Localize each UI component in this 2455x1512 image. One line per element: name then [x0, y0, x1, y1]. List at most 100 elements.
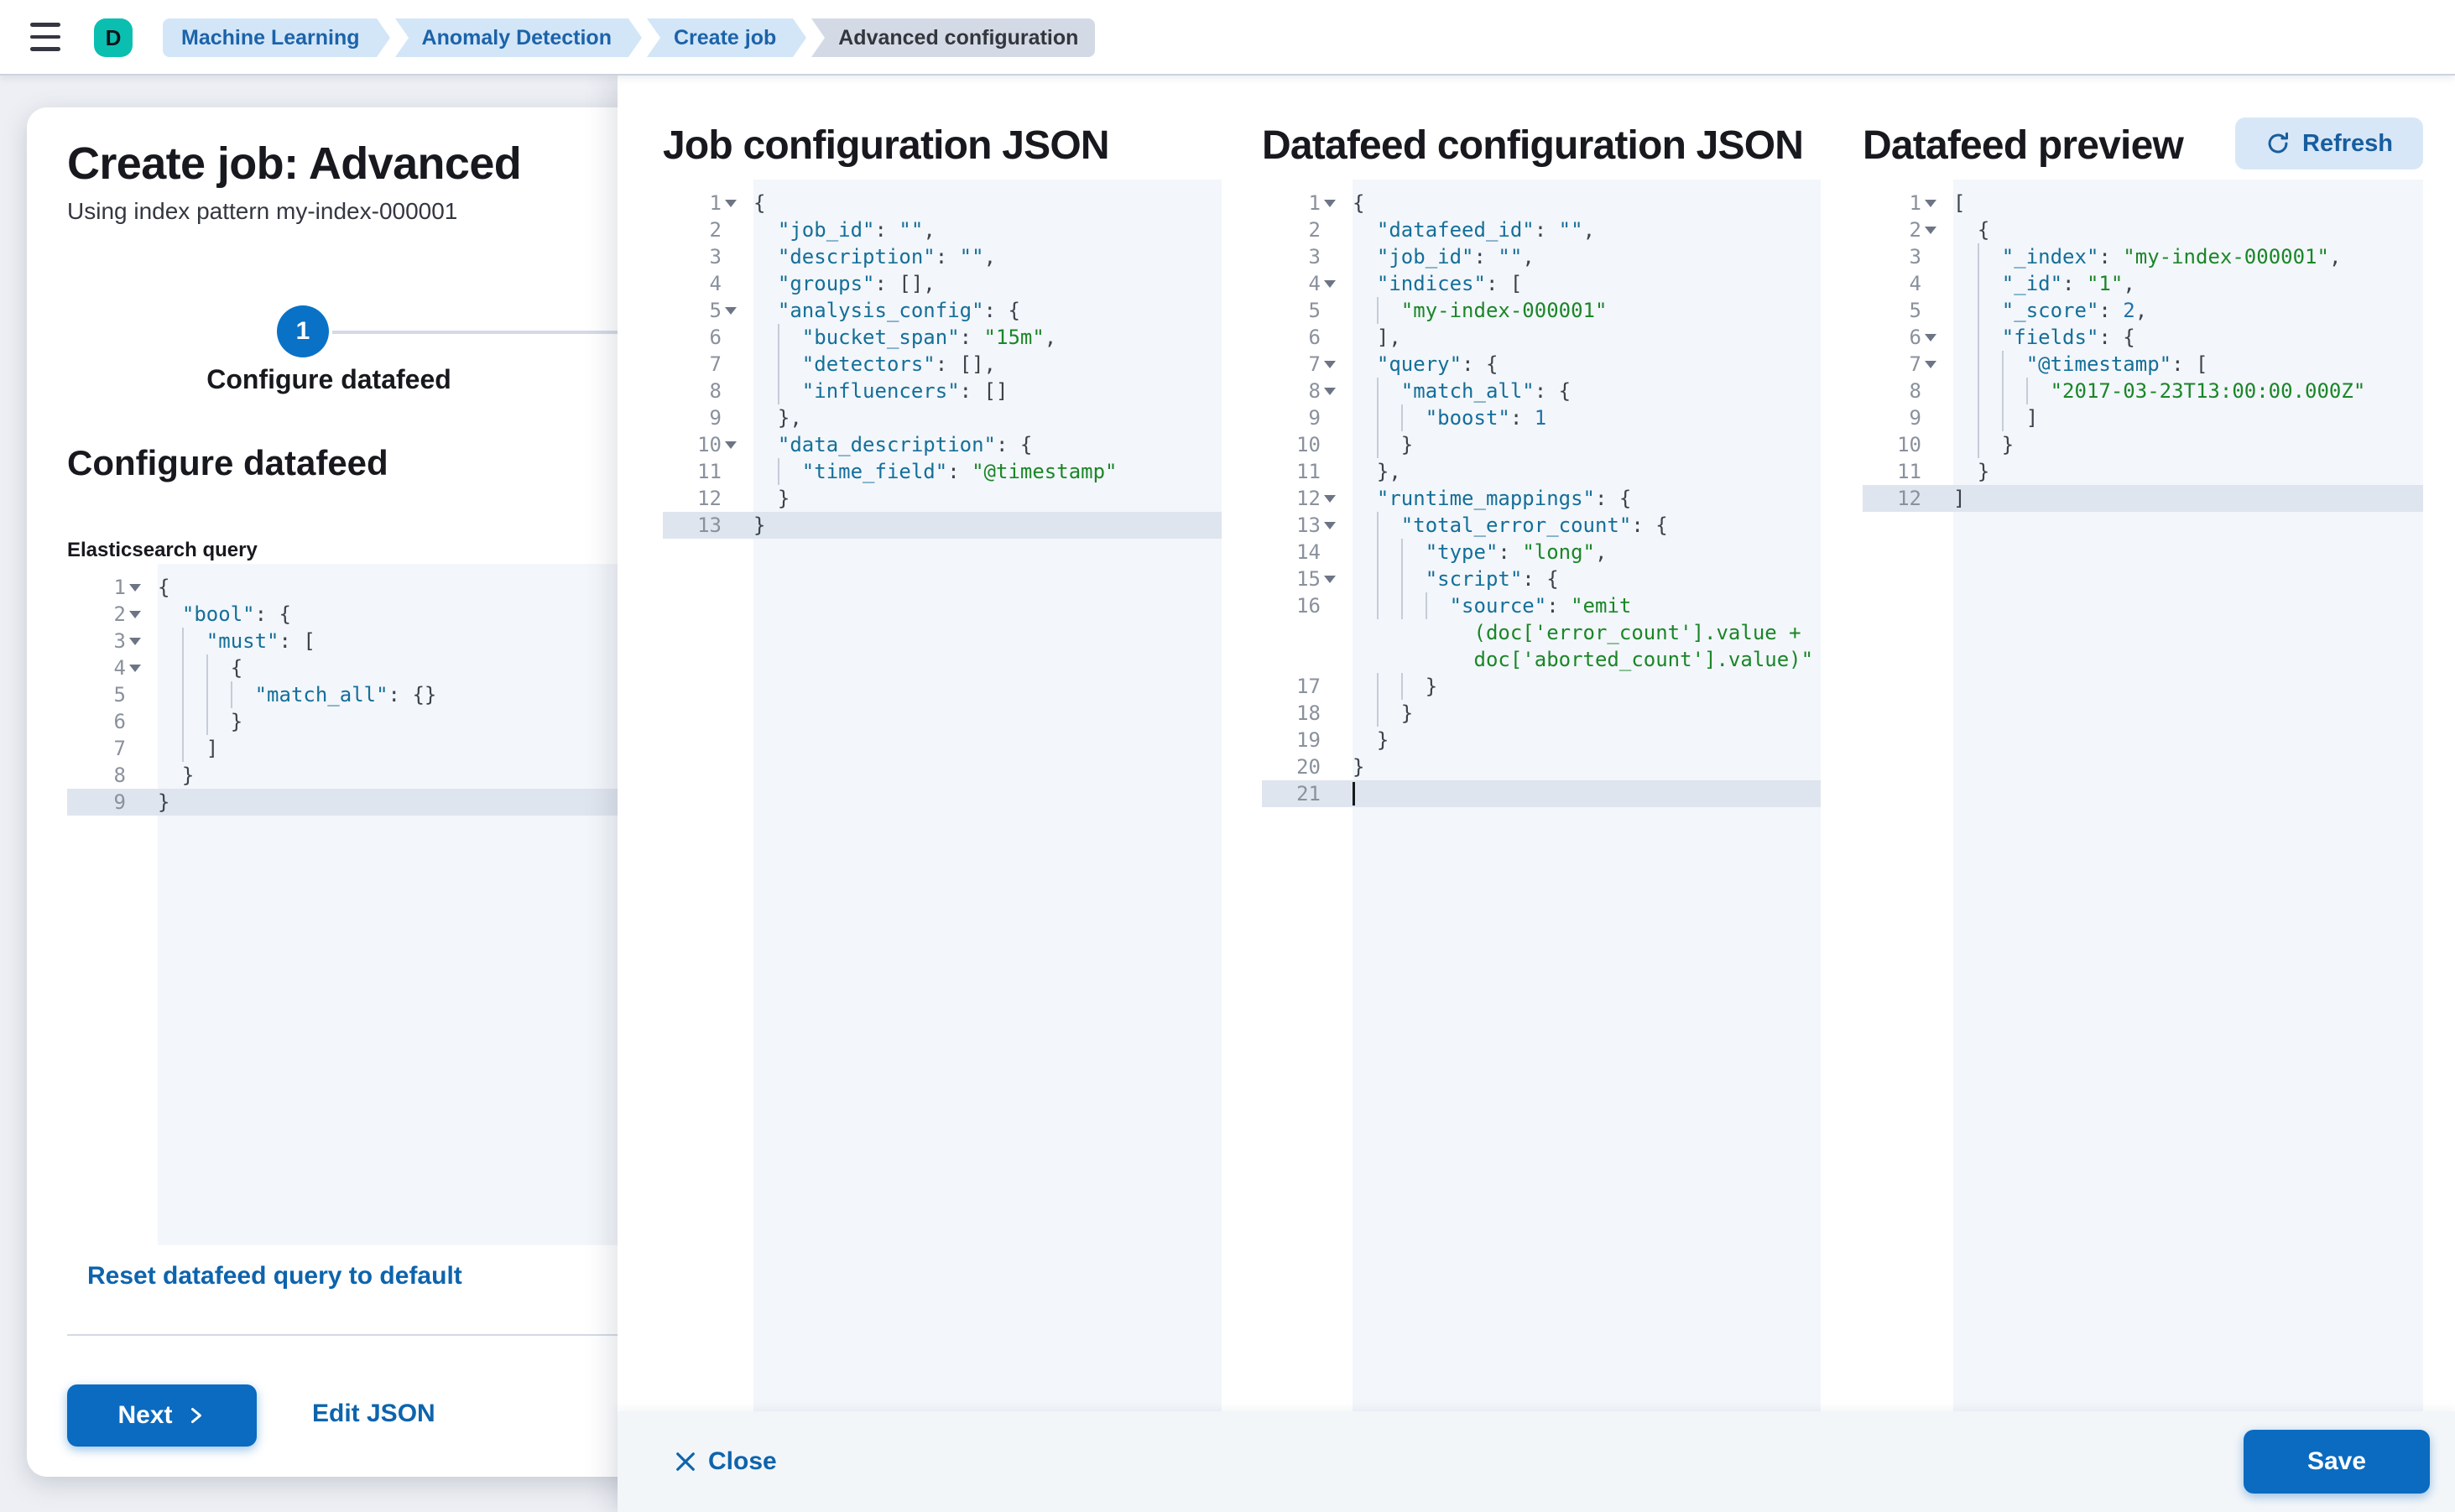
- triangle-down-icon[interactable]: [1321, 270, 1339, 297]
- breadcrumb-item-machine-learning[interactable]: Machine Learning: [163, 18, 391, 57]
- triangle-down-icon[interactable]: [1921, 351, 1940, 378]
- code-line: 2 {: [1909, 216, 1990, 243]
- es-query-editor[interactable]: 1{2 "bool": {3 "must": [4 {5 "match_all"…: [67, 564, 631, 1245]
- page-title: Create job: Advanced: [67, 138, 522, 189]
- code-line: 10 "data_description": {: [697, 431, 1033, 458]
- refresh-icon: [2268, 132, 2289, 154]
- triangle-down-icon[interactable]: [722, 431, 740, 458]
- code-line: 9 ]: [1909, 404, 2039, 431]
- code-line: 17 }: [1296, 673, 1438, 700]
- code-line: 4 "_id": "1",: [1909, 270, 2135, 297]
- code-line: 12]: [1863, 485, 2423, 512]
- code-line: 5 "my-index-000001": [1308, 297, 1608, 324]
- code-line: 20}: [1296, 755, 1365, 779]
- code-line: 18 }: [1296, 700, 1414, 727]
- datafeed-preview-title: Datafeed preview: [1863, 123, 2184, 168]
- code-line: 3 "job_id": "",: [1308, 245, 1535, 269]
- code-line: 2 "bool": {: [113, 601, 291, 628]
- flyout-footer: Close Save: [618, 1411, 2455, 1512]
- code-line: 3 "must": [: [113, 628, 315, 654]
- code-line: 7 "detectors": [],: [709, 351, 996, 378]
- code-line: 10 }: [1897, 431, 2015, 458]
- code-line: 6 ],: [1308, 326, 1401, 349]
- triangle-down-icon[interactable]: [1321, 378, 1339, 404]
- triangle-down-icon[interactable]: [722, 297, 740, 324]
- code-line: 9 "boost": 1: [1308, 404, 1547, 431]
- job-config-editor[interactable]: 1{2 "job_id": "",3 "description": "",4 "…: [663, 180, 1222, 1411]
- code-line: 1{: [1308, 190, 1365, 216]
- triangle-down-icon[interactable]: [1921, 216, 1940, 243]
- save-button[interactable]: Save: [2244, 1430, 2430, 1494]
- code-line: 11 "time_field": "@timestamp": [697, 458, 1118, 485]
- next-button[interactable]: Next: [67, 1384, 257, 1447]
- x-icon: [676, 1452, 695, 1471]
- triangle-down-icon[interactable]: [1921, 190, 1940, 216]
- edit-json-link[interactable]: Edit JSON: [312, 1400, 435, 1427]
- text-cursor: [1353, 782, 1355, 806]
- triangle-down-icon[interactable]: [1321, 485, 1339, 512]
- code-line: 1[: [1909, 190, 1966, 216]
- triangle-down-icon[interactable]: [1321, 566, 1339, 592]
- triangle-down-icon[interactable]: [126, 574, 144, 601]
- code-line: 13 "total_error_count": {: [1296, 512, 1668, 539]
- step-indicator[interactable]: 1: [277, 305, 329, 357]
- refresh-button[interactable]: Refresh: [2235, 117, 2423, 169]
- close-button[interactable]: Close: [675, 1447, 777, 1476]
- code-line: 2 "job_id": "",: [709, 218, 936, 242]
- code-line: 6 "fields": {: [1909, 324, 2135, 351]
- code-line: 11 }: [1897, 460, 1990, 483]
- step-connector: [332, 331, 618, 334]
- code-line: doc['aborted_count'].value)": [1353, 648, 1814, 671]
- triangle-down-icon[interactable]: [1321, 512, 1339, 539]
- code-line: 6 "bucket_span": "15m",: [709, 324, 1057, 351]
- code-line: 3 "_index": "my-index-000001",: [1909, 243, 2342, 270]
- code-line: 15 "script": {: [1296, 566, 1559, 592]
- code-line: 7 "query": {: [1308, 351, 1499, 378]
- job-config-column: Job configuration JSON 1{2 "job_id": "",…: [663, 76, 1222, 1512]
- breadcrumb-item-advanced-configuration: Advanced configuration: [811, 18, 1096, 57]
- code-line: (doc['error_count'].value +: [1353, 621, 1801, 644]
- datafeed-preview-editor[interactable]: 1[2 {3 "_index": "my-index-000001",4 "_i…: [1863, 180, 2423, 1411]
- code-line: 8 }: [113, 764, 195, 787]
- es-query-label: Elasticsearch query: [67, 539, 258, 561]
- code-line: 8 "match_all": {: [1308, 378, 1572, 404]
- datafeed-config-editor[interactable]: 1{2 "datafeed_id": "",3 "job_id": "",4 "…: [1262, 180, 1821, 1411]
- code-line: 6 }: [113, 708, 243, 735]
- code-line: 16 "source": "emit: [1296, 592, 1632, 619]
- datafeed-preview-column: Datafeed preview Refresh 1[2 {3 "_index"…: [1863, 76, 2423, 1512]
- triangle-down-icon[interactable]: [1321, 190, 1339, 216]
- code-line: 11 },: [1296, 460, 1401, 483]
- breadcrumb-item-create-job[interactable]: Create job: [646, 18, 807, 57]
- code-line: 7 ]: [113, 735, 219, 762]
- edit-json-flyout: Job configuration JSON 1{2 "job_id": "",…: [618, 76, 2455, 1512]
- triangle-down-icon[interactable]: [1321, 351, 1339, 378]
- job-config-title: Job configuration JSON: [663, 123, 1110, 168]
- breadcrumb-item-anomaly-detection[interactable]: Anomaly Detection: [394, 18, 643, 57]
- menu-icon[interactable]: [30, 23, 60, 51]
- code-line: 5 "match_all": {}: [113, 681, 437, 708]
- code-line: 1{: [709, 190, 766, 216]
- page-subtitle: Using index pattern my-index-000001: [67, 198, 458, 224]
- code-line: 19 }: [1296, 728, 1389, 752]
- step-label: Configure datafeed: [206, 364, 451, 394]
- triangle-down-icon[interactable]: [126, 601, 144, 628]
- code-line: 9}: [67, 789, 631, 816]
- triangle-down-icon[interactable]: [126, 628, 144, 654]
- code-line: 4 "groups": [],: [709, 272, 936, 295]
- code-line: 21: [1262, 780, 1821, 807]
- triangle-down-icon[interactable]: [126, 654, 144, 681]
- code-line: 1{: [113, 574, 170, 601]
- triangle-down-icon[interactable]: [722, 190, 740, 216]
- code-line: 8 "2017-03-23T13:00:00.000Z": [1909, 378, 2366, 404]
- avatar[interactable]: D: [94, 18, 133, 57]
- code-line: 10 }: [1296, 431, 1414, 458]
- code-line: 8 "influencers": []: [709, 378, 1009, 404]
- code-line: 4 "indices": [: [1308, 270, 1523, 297]
- reset-datafeed-query-link[interactable]: Reset datafeed query to default: [87, 1262, 462, 1290]
- code-line: 12 }: [697, 487, 790, 510]
- triangle-down-icon[interactable]: [1921, 324, 1940, 351]
- section-title: Configure datafeed: [67, 443, 388, 482]
